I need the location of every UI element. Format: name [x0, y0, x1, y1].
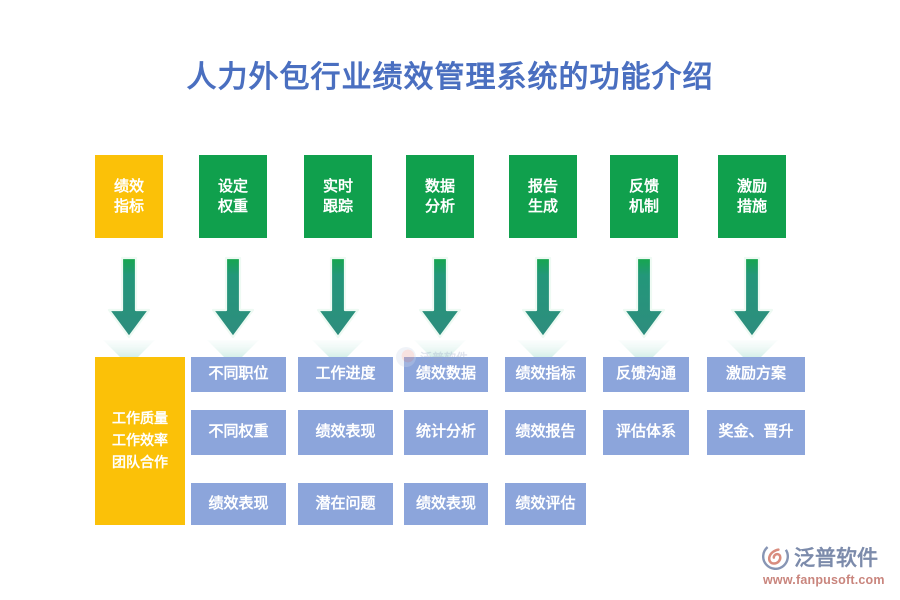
detail-box-label: 绩效报告: [515, 423, 576, 441]
detail-box-c2-r1[interactable]: 不同职位: [191, 357, 286, 392]
header-box-label: 数据: [424, 178, 455, 196]
detail-box-label: 绩效表现: [208, 494, 269, 512]
header-box-label: 报告: [527, 178, 558, 196]
detail-box-label: 团队合作: [112, 453, 168, 470]
detail-box-label: 激励方案: [725, 365, 786, 383]
detail-box-label: 绩效评估: [515, 494, 576, 512]
detail-box-label: 奖金、晋升: [718, 423, 794, 441]
detail-box-label: 工作效率: [112, 432, 168, 449]
detail-box-label: 绩效指标: [515, 365, 576, 383]
brand-name: 泛普软件: [794, 546, 878, 570]
down-arrow-4: [418, 256, 462, 340]
header-box-7[interactable]: 激励措施: [718, 155, 786, 238]
detail-box-c2-r2[interactable]: 不同权重: [191, 410, 286, 455]
detail-box-c7-r2[interactable]: 奖金、晋升: [707, 410, 805, 455]
fanpu-logo-icon: [762, 543, 789, 570]
down-arrow-2: [211, 256, 255, 340]
detail-box-label: 潜在问题: [315, 494, 376, 512]
detail-box-c4-r1[interactable]: 绩效数据: [404, 357, 488, 392]
down-arrow-7: [730, 256, 774, 340]
detail-box-label: 绩效表现: [415, 494, 476, 512]
detail-box-c4-r2[interactable]: 统计分析: [404, 410, 488, 455]
detail-box-label: 工作进度: [315, 365, 376, 383]
header-box-5[interactable]: 报告生成: [509, 155, 577, 238]
header-box-label: 生成: [527, 197, 558, 215]
detail-box-c1-r1[interactable]: 工作质量工作效率团队合作: [95, 357, 185, 525]
detail-box-label: 评估体系: [615, 423, 676, 441]
header-box-label: 设定: [217, 178, 248, 196]
detail-box-label: 不同职位: [208, 365, 269, 383]
detail-box-c6-r2[interactable]: 评估体系: [603, 410, 689, 455]
detail-box-c5-r2[interactable]: 绩效报告: [505, 410, 586, 455]
header-box-label: 激励: [736, 178, 767, 196]
detail-box-c6-r1[interactable]: 反馈沟通: [603, 357, 689, 392]
detail-box-label: 工作质量: [112, 410, 168, 427]
page-title: 人力外包行业绩效管理系统的功能介绍: [186, 61, 714, 94]
down-arrow-5: [521, 256, 565, 340]
header-box-label: 跟踪: [322, 197, 353, 215]
brand-url: www.fanpusoft.com: [763, 572, 885, 587]
header-box-4[interactable]: 数据分析: [406, 155, 474, 238]
detail-box-c4-r3[interactable]: 绩效表现: [404, 483, 488, 525]
header-box-label: 措施: [736, 197, 767, 215]
detail-box-c5-r1[interactable]: 绩效指标: [505, 357, 586, 392]
brand-row: 泛普软件: [762, 542, 878, 572]
header-box-1[interactable]: 绩效指标: [95, 155, 163, 238]
detail-box-label: 绩效表现: [315, 423, 376, 441]
detail-box-label: 反馈沟通: [615, 365, 676, 383]
down-arrow-6: [622, 256, 666, 340]
detail-box-c7-r1[interactable]: 激励方案: [707, 357, 805, 392]
brand-logo: 泛普软件 www.fanpusoft.com: [762, 536, 894, 592]
header-box-label: 实时: [322, 178, 353, 196]
down-arrow-1: [107, 256, 151, 340]
header-box-label: 权重: [217, 197, 248, 215]
detail-box-c3-r2[interactable]: 绩效表现: [298, 410, 393, 455]
header-box-2[interactable]: 设定权重: [199, 155, 267, 238]
detail-box-c3-r1[interactable]: 工作进度: [298, 357, 393, 392]
header-box-3[interactable]: 实时跟踪: [304, 155, 372, 238]
detail-box-label: 统计分析: [415, 423, 476, 441]
header-box-6[interactable]: 反馈机制: [610, 155, 678, 238]
down-arrow-3: [316, 256, 360, 340]
detail-box-c2-r3[interactable]: 绩效表现: [191, 483, 286, 525]
header-box-label: 反馈: [628, 178, 659, 196]
header-box-label: 分析: [424, 197, 455, 215]
detail-box-label: 不同权重: [208, 423, 269, 441]
header-box-label: 指标: [113, 197, 144, 215]
detail-box-label: 绩效数据: [415, 365, 476, 383]
detail-box-c5-r3[interactable]: 绩效评估: [505, 483, 586, 525]
header-box-label: 机制: [628, 197, 659, 215]
header-box-label: 绩效: [113, 178, 144, 196]
detail-box-c3-r3[interactable]: 潜在问题: [298, 483, 393, 525]
